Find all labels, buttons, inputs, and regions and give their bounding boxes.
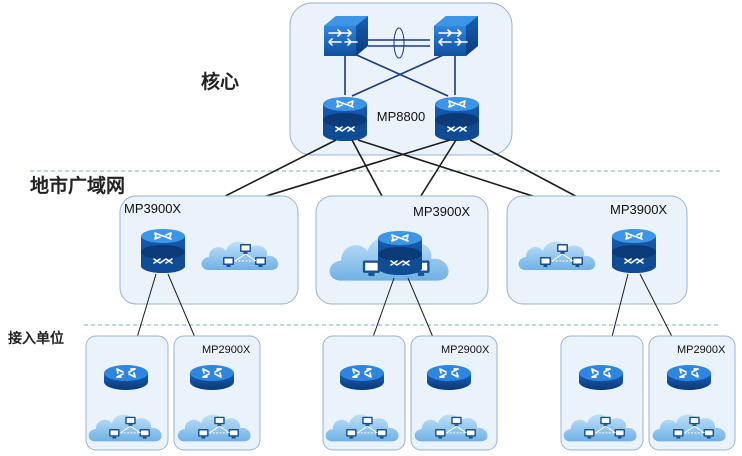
access-model-label: MP2900X — [202, 344, 251, 356]
core-router-icon — [434, 96, 480, 142]
access-router-icon — [189, 364, 235, 391]
core-switch-icon — [433, 15, 479, 57]
access-model-label: MP2900X — [677, 344, 726, 356]
tier-label-access: 接入单位 — [8, 330, 64, 347]
access-router-icon — [426, 364, 472, 391]
core-router-icon — [322, 96, 368, 142]
metro-router-icon — [140, 228, 186, 274]
tier-label-core: 核心 — [201, 70, 239, 93]
access-router-icon — [103, 364, 149, 391]
core-switch-icon — [323, 15, 369, 57]
core-model-label: MP8800 — [377, 109, 425, 124]
metro-router-icon — [377, 230, 423, 276]
metro-model-label: MP3900X — [610, 202, 667, 217]
metro-model-label: MP3900X — [413, 204, 470, 219]
access-model-label: MP2900X — [441, 344, 490, 356]
tier-label-metro: 地市广域网 — [30, 174, 125, 197]
link-aggregation-ring — [393, 27, 405, 59]
access-router-icon — [339, 364, 385, 391]
metro-model-label: MP3900X — [124, 201, 181, 216]
metro-panel-left — [119, 195, 299, 305]
access-router-icon — [666, 364, 712, 391]
metro-router-icon — [611, 228, 657, 274]
core-links — [344, 39, 456, 97]
access-router-icon — [578, 364, 624, 391]
